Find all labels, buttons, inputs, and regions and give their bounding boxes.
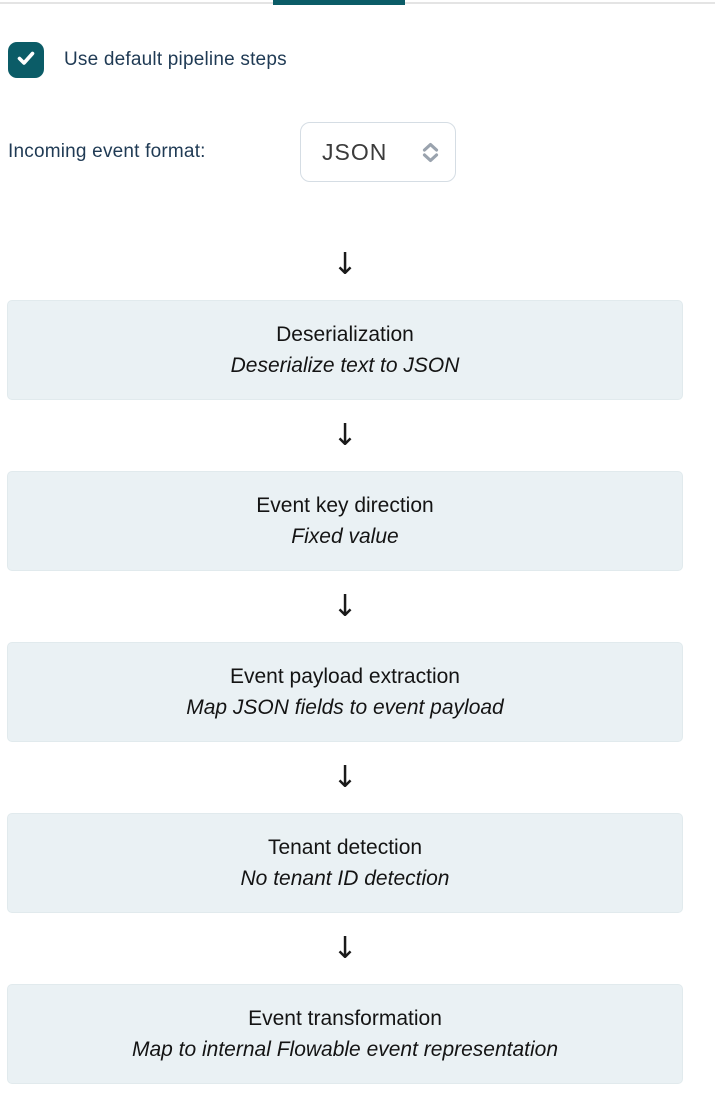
step-title: Event transformation xyxy=(248,1006,442,1030)
active-tab-underline[interactable] xyxy=(273,0,405,5)
flow-arrow: ↓ xyxy=(7,400,683,471)
tab-strip xyxy=(0,0,715,5)
step-subtitle: Deserialize text to JSON xyxy=(230,353,460,377)
step-subtitle: Map to internal Flowable event represent… xyxy=(131,1037,559,1061)
flow-arrow: ↓ xyxy=(7,913,683,984)
down-arrow-icon: ↓ xyxy=(332,417,358,453)
incoming-event-format-row: Incoming event format: JSON xyxy=(0,122,715,182)
down-arrow-icon: ↓ xyxy=(332,930,358,966)
down-arrow-icon: ↓ xyxy=(332,759,358,795)
use-default-pipeline-steps-label: Use default pipeline steps xyxy=(64,49,287,70)
pipeline-step-deserialization: Deserialization Deserialize text to JSON xyxy=(7,300,683,400)
pipeline-step-event-key-direction: Event key direction Fixed value xyxy=(7,471,683,571)
pipeline-flow: ↓ Deserialization Deserialize text to JS… xyxy=(7,182,683,1084)
incoming-event-format-label: Incoming event format: xyxy=(8,141,206,162)
down-arrow-icon: ↓ xyxy=(332,247,358,282)
select-up-down-chevrons-icon xyxy=(421,142,440,163)
pipeline-step-event-payload-extraction: Event payload extraction Map JSON fields… xyxy=(7,642,683,742)
use-default-pipeline-steps-checkbox[interactable] xyxy=(8,42,44,78)
step-title: Event key direction xyxy=(256,493,434,517)
incoming-event-format-select[interactable]: JSON xyxy=(300,122,456,182)
step-title: Tenant detection xyxy=(267,835,423,859)
step-subtitle: Map JSON fields to event payload xyxy=(186,695,504,719)
flow-arrow: ↓ xyxy=(7,571,683,642)
step-subtitle: Fixed value xyxy=(291,524,399,548)
pipeline-step-event-transformation: Event transformation Map to internal Flo… xyxy=(7,984,683,1084)
incoming-event-format-value: JSON xyxy=(322,138,388,165)
down-arrow-icon: ↓ xyxy=(332,588,358,624)
step-title: Deserialization xyxy=(276,322,414,346)
step-title: Event payload extraction xyxy=(230,664,460,688)
checkmark-icon xyxy=(15,47,37,74)
pipeline-step-tenant-detection: Tenant detection No tenant ID detection xyxy=(7,813,683,913)
flow-arrow: ↓ xyxy=(7,742,683,813)
flow-arrow: ↓ xyxy=(7,182,683,300)
default-pipeline-steps-row: Use default pipeline steps xyxy=(8,42,715,78)
step-subtitle: No tenant ID detection xyxy=(240,866,450,890)
